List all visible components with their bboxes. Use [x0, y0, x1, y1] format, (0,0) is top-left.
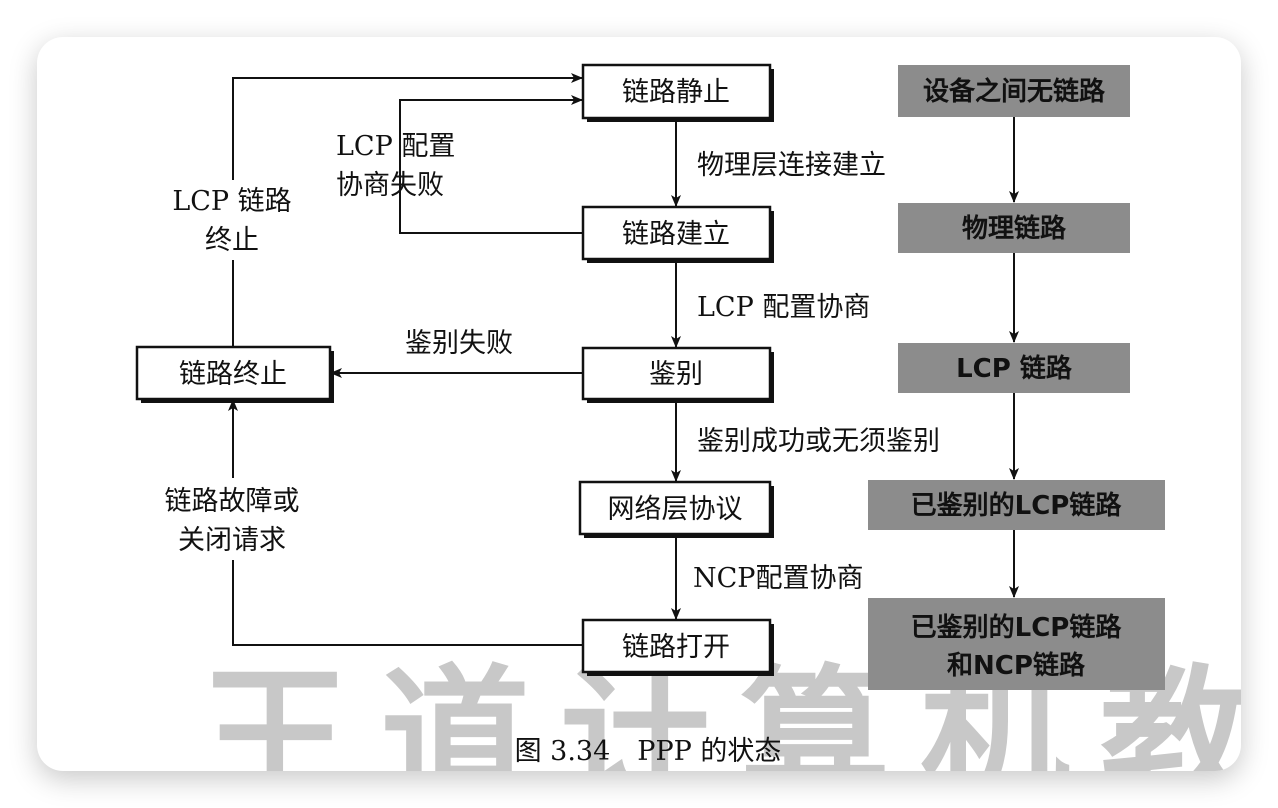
link-state-box: [898, 203, 1130, 253]
state-establish: 链路建立: [581, 205, 774, 263]
label-lcp-fail-2: 协商失败: [336, 170, 444, 201]
link-state-box: [898, 65, 1130, 117]
link-state-box: [868, 480, 1165, 530]
svg-text:设备之间无链路: 设备之间无链路: [923, 76, 1106, 107]
link-state-box: [898, 343, 1130, 393]
svg-text:已鉴别的LCP链路: 已鉴别的LCP链路: [911, 612, 1123, 643]
label-lcp-fail-1: LCP 配置: [336, 131, 455, 162]
label-lcp-term-1: LCP 链路: [172, 186, 291, 217]
svg-text:链路建立: 链路建立: [622, 219, 730, 250]
state-network: 网络层协议: [578, 480, 774, 538]
state-terminate: 链路终止: [135, 345, 334, 403]
svg-text:网络层协议: 网络层协议: [608, 494, 743, 525]
link-state-box: [868, 598, 1165, 690]
label-fault-1: 链路故障或: [165, 486, 300, 517]
state-open: 链路打开: [581, 618, 774, 676]
state-authenticate: 鉴别: [581, 346, 774, 403]
svg-text:已鉴别的LCP链路: 已鉴别的LCP链路: [911, 490, 1123, 521]
label-ncp-negotiate: NCP配置协商: [693, 563, 863, 594]
state-dead: 链路静止: [581, 63, 774, 122]
label-physical-up: 物理层连接建立: [697, 150, 886, 181]
label-lcp-negotiate: LCP 配置协商: [697, 292, 870, 323]
svg-text:物理链路: 物理链路: [962, 213, 1067, 244]
label-auth-fail: 鉴别失败: [405, 328, 513, 359]
svg-text:链路静止: 链路静止: [622, 77, 730, 108]
svg-text:鉴别: 鉴别: [649, 359, 703, 390]
link-state-column: 设备之间无链路 物理链路 LCP 链路 已鉴别的LCP链路 已鉴别的LCP链路 …: [868, 65, 1165, 690]
svg-text:链路打开: 链路打开: [622, 632, 730, 663]
label-auth-ok: 鉴别成功或无须鉴别: [697, 426, 940, 457]
svg-text:和NCP链路: 和NCP链路: [947, 650, 1086, 681]
svg-text:LCP 链路: LCP 链路: [956, 353, 1073, 384]
figure-caption: 图 3.34 PPP 的状态: [515, 736, 782, 767]
label-lcp-term-2: 终止: [205, 225, 259, 256]
svg-text:链路终止: 链路终止: [179, 359, 287, 390]
label-fault-2: 关闭请求: [178, 525, 286, 556]
